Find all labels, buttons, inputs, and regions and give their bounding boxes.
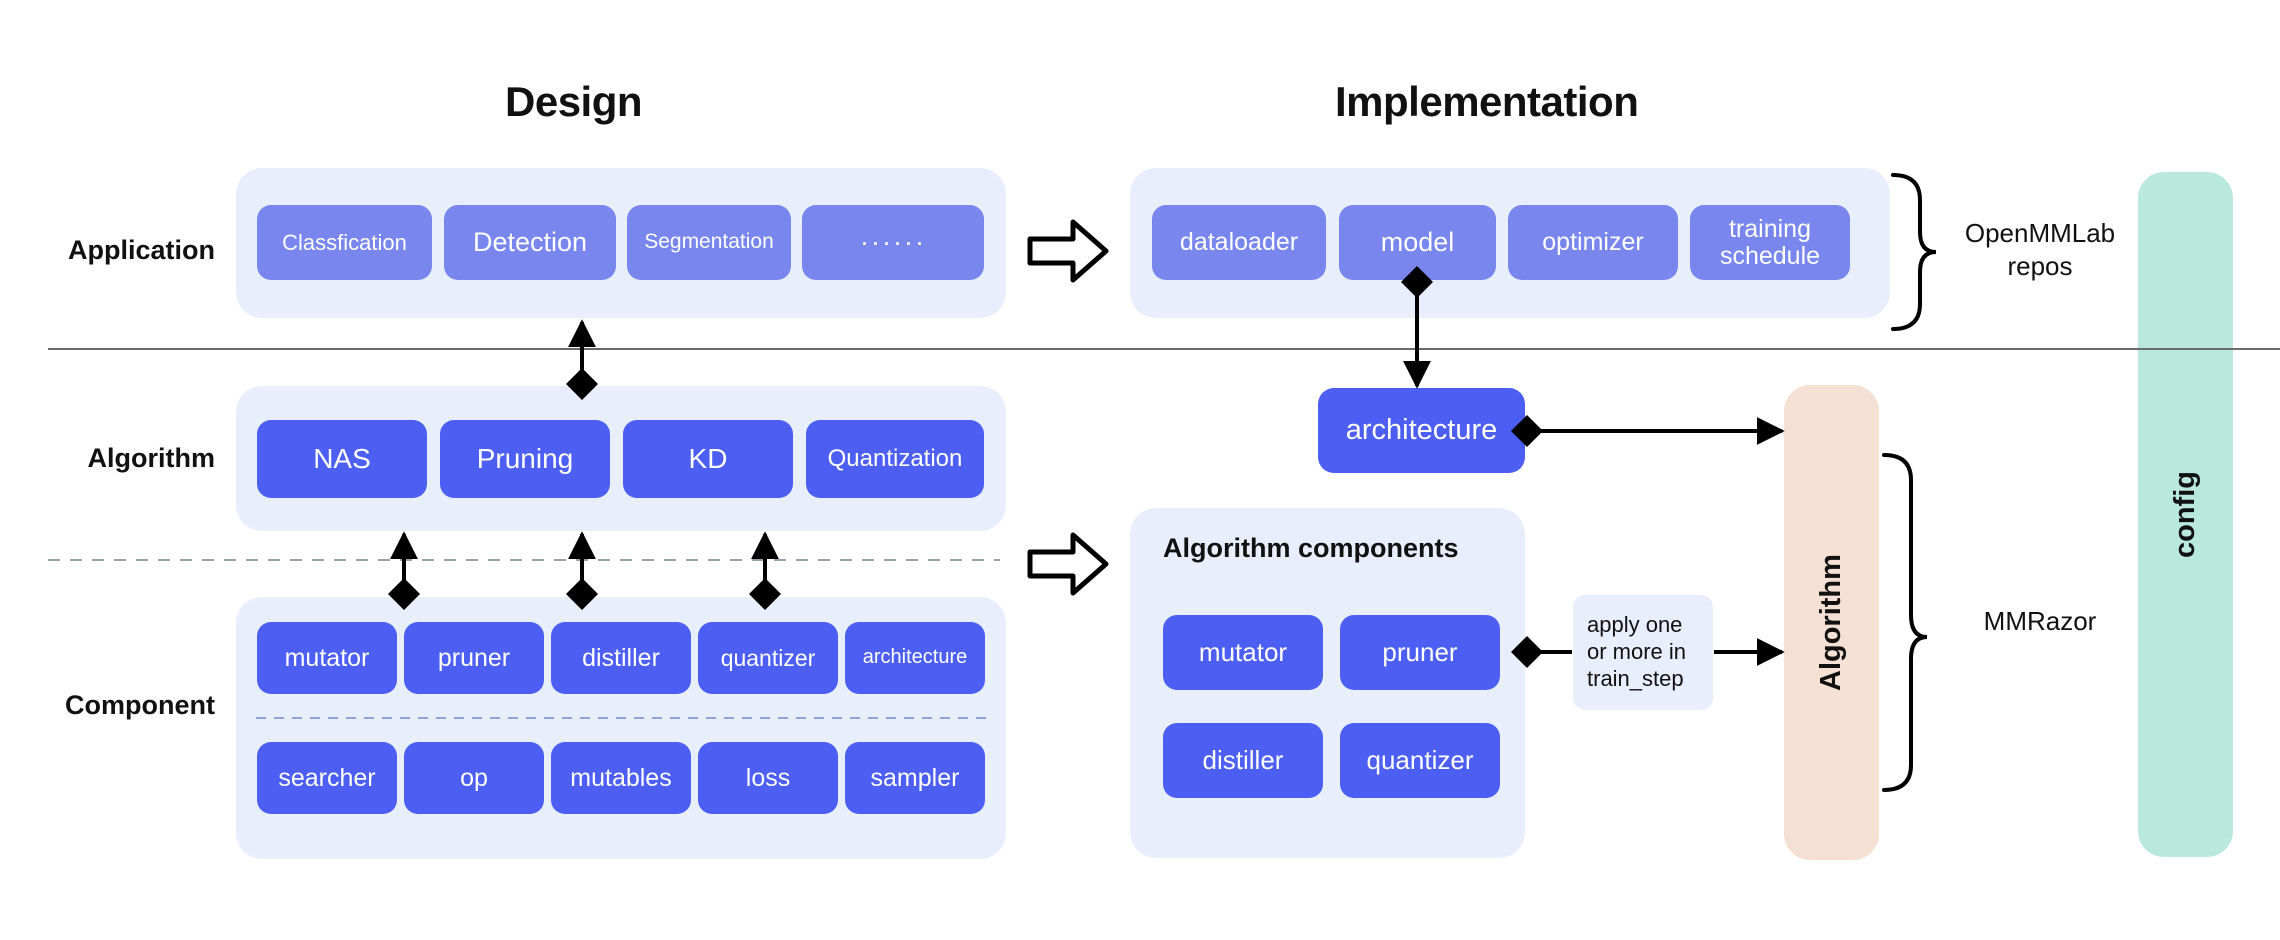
chip-component-searcher[interactable]: searcher	[257, 742, 397, 814]
chip-classification[interactable]: Classfication	[257, 205, 432, 280]
chip-application-ellipsis[interactable]: ······	[802, 205, 984, 280]
note-apply-in-train-step: apply one or more in train_step	[1573, 595, 1713, 710]
bracket-label-openmmlab: OpenMMLab repos	[1964, 218, 2116, 281]
row-label-component: Component	[65, 690, 215, 720]
chip-ac-distiller[interactable]: distiller	[1163, 723, 1323, 798]
chip-model[interactable]: model	[1339, 205, 1496, 280]
chip-kd[interactable]: KD	[623, 420, 793, 498]
chip-component-sampler[interactable]: sampler	[845, 742, 985, 814]
column-title-implementation: Implementation	[1335, 78, 1639, 125]
column-title-design: Design	[505, 78, 643, 125]
vertical-bar-algorithm: Algorithm	[1784, 385, 1879, 860]
bracket-openmmlab	[1891, 173, 1937, 331]
chip-pruning[interactable]: Pruning	[440, 420, 610, 498]
vertical-bar-algorithm-label: Algorithm	[1815, 554, 1847, 691]
chip-nas[interactable]: NAS	[257, 420, 427, 498]
bracket-label-mmrazor: MMRazor	[1983, 606, 2097, 636]
chip-component-quantizer[interactable]: quantizer	[698, 622, 838, 694]
chip-ac-pruner[interactable]: pruner	[1340, 615, 1500, 690]
row-label-algorithm: Algorithm	[87, 443, 216, 473]
chip-optimizer[interactable]: optimizer	[1508, 205, 1678, 280]
row-label-application: Application	[68, 235, 215, 265]
chip-dataloader[interactable]: dataloader	[1152, 205, 1326, 280]
bracket-mmrazor	[1882, 453, 1928, 792]
chip-component-distiller[interactable]: distiller	[551, 622, 691, 694]
chip-component-mutables[interactable]: mutables	[551, 742, 691, 814]
vertical-bar-config: config	[2138, 172, 2233, 857]
chip-implementation-architecture[interactable]: architecture	[1318, 388, 1525, 473]
chip-component-architecture[interactable]: architecture	[845, 622, 985, 694]
chip-training-schedule[interactable]: training schedule	[1690, 205, 1850, 280]
chip-ac-quantizer[interactable]: quantizer	[1340, 723, 1500, 798]
chip-ac-mutator[interactable]: mutator	[1163, 615, 1323, 690]
chip-detection[interactable]: Detection	[444, 205, 616, 280]
chip-segmentation[interactable]: Segmentation	[627, 205, 791, 280]
block-arrow-algorithm	[1027, 532, 1109, 596]
chip-component-mutator[interactable]: mutator	[257, 622, 397, 694]
chip-component-loss[interactable]: loss	[698, 742, 838, 814]
chip-quantization[interactable]: Quantization	[806, 420, 984, 498]
chip-component-pruner[interactable]: pruner	[404, 622, 544, 694]
block-arrow-application	[1027, 219, 1109, 283]
chip-component-op[interactable]: op	[404, 742, 544, 814]
vertical-bar-config-label: config	[2169, 471, 2201, 558]
heading-algorithm-components: Algorithm components	[1163, 533, 1459, 563]
